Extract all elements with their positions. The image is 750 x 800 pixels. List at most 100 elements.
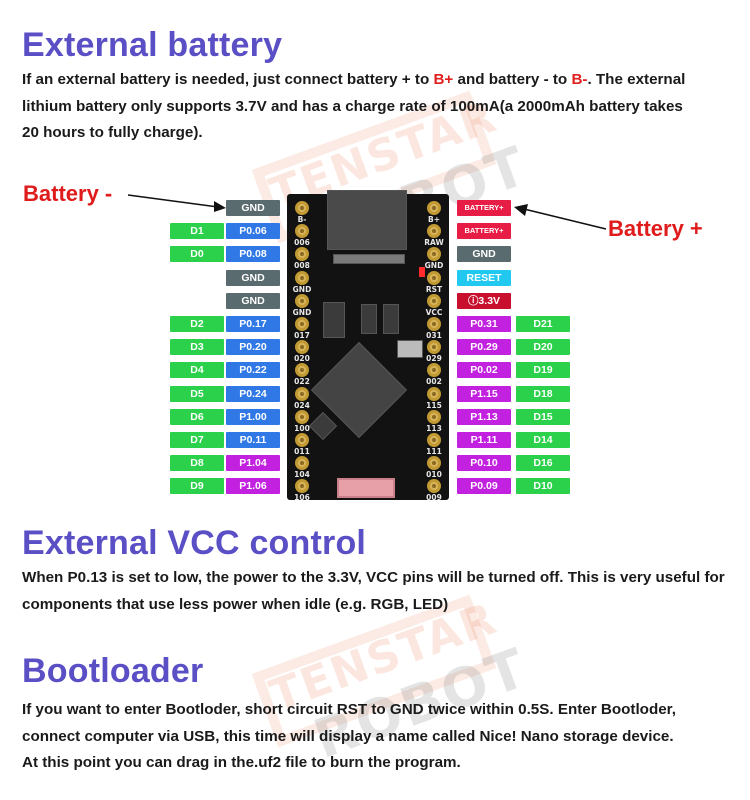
- pin-label-p-right-5: P0.31: [457, 316, 511, 332]
- b-minus-highlight: B-: [571, 71, 588, 88]
- pin-label-d-right-11: D16: [516, 455, 570, 471]
- regulator-2: [361, 304, 377, 334]
- text-segment: and battery - to: [453, 71, 572, 88]
- pin-label-d-left-6: D3: [170, 339, 224, 355]
- pin-label-p-right-10: P1.11: [457, 432, 511, 448]
- pin-label-d-left-7: D4: [170, 362, 224, 378]
- silk-right-3: RST: [425, 285, 443, 294]
- pin-label-p-left-4: GND: [226, 293, 280, 309]
- usb-connector: [327, 190, 407, 250]
- silk-left-8: 024: [294, 401, 310, 410]
- b-plus-highlight: B+: [433, 71, 454, 88]
- pad-left-0: [295, 201, 309, 215]
- silk-right-7: 002: [426, 377, 442, 386]
- pin-label-d-left-2: D0: [170, 246, 224, 262]
- heading-external-vcc: External VCC control: [22, 524, 367, 562]
- silk-right-8: 115: [426, 401, 442, 410]
- pad-right-6: [427, 340, 441, 354]
- pad-left-12: [295, 479, 309, 493]
- pin-label-d-right-12: D10: [516, 478, 570, 494]
- bootloader-line1: If you want to enter Bootloder, short ci…: [22, 701, 676, 718]
- pin-label-p-left-5: P0.17: [226, 316, 280, 332]
- pad-right-5: [427, 317, 441, 331]
- pin-label-d-right-6: D20: [516, 339, 570, 355]
- pad-right-0: [427, 201, 441, 215]
- silk-left-2: 008: [294, 261, 310, 270]
- heading-bootloader: Bootloader: [22, 652, 204, 690]
- silk-right-11: 010: [426, 470, 442, 479]
- pin-label-p-right-7: P0.02: [457, 362, 511, 378]
- pin-label-p-left-6: P0.20: [226, 339, 280, 355]
- pad-right-8: [427, 387, 441, 401]
- silk-right-1: RAW: [424, 238, 444, 247]
- heading-external-battery: External battery: [22, 26, 283, 64]
- pin-label-d-left-8: D5: [170, 386, 224, 402]
- pin-label-d-left-9: D6: [170, 409, 224, 425]
- arrow-battery-plus: [514, 204, 607, 230]
- pin-label-p-right-12: P0.09: [457, 478, 511, 494]
- pad-right-3: [427, 271, 441, 285]
- text-segment: If an external battery is needed, just c…: [22, 71, 434, 88]
- pin-label-p-left-8: P0.24: [226, 386, 280, 402]
- pad-left-3: [295, 271, 309, 285]
- pin-label-d-right-8: D18: [516, 386, 570, 402]
- silk-left-0: B-: [297, 215, 307, 224]
- pin-label-p-right-2: GND: [457, 246, 511, 262]
- silk-right-9: 113: [426, 424, 442, 433]
- silk-left-4: GND: [292, 308, 312, 317]
- pin-label-d-left-12: D9: [170, 478, 224, 494]
- silk-right-4: VCC: [425, 308, 443, 317]
- pin-label-d-left-1: D1: [170, 223, 224, 239]
- silk-left-10: 011: [294, 447, 310, 456]
- silk-right-0: B+: [427, 215, 440, 224]
- pin-label-d-left-5: D2: [170, 316, 224, 332]
- silk-left-11: 104: [294, 470, 310, 479]
- paragraph-external-battery: If an external battery is needed, just c…: [22, 67, 742, 147]
- external-battery-line2: lithium battery only supports 3.7V and h…: [22, 97, 683, 115]
- silk-right-6: 029: [426, 354, 442, 363]
- pin-label-p-right-6: P0.29: [457, 339, 511, 355]
- pin-label-p-left-11: P1.04: [226, 455, 280, 471]
- pad-right-4: [427, 294, 441, 308]
- pin-label-d-left-11: D8: [170, 455, 224, 471]
- silk-left-7: 022: [294, 377, 310, 386]
- pin-label-p-left-12: P1.06: [226, 478, 280, 494]
- led-red: [419, 267, 425, 277]
- pin-label-d-left-10: D7: [170, 432, 224, 448]
- silk-left-9: 100: [294, 424, 310, 433]
- pad-right-9: [427, 410, 441, 424]
- callout-battery-minus: Battery -: [23, 181, 113, 206]
- pin-label-p-right-0: BATTERY+: [457, 200, 511, 216]
- pin-label-p-left-1: P0.06: [226, 223, 280, 239]
- antenna-pad: [337, 478, 395, 498]
- silk-left-1: 006: [294, 238, 310, 247]
- paragraph-bootloader: If you want to enter Bootloder, short ci…: [22, 697, 742, 777]
- pin-label-p-right-4: ⓘ3.3V: [457, 293, 511, 309]
- pin-label-p-left-0: GND: [226, 200, 280, 216]
- text-segment: . The external: [587, 71, 686, 88]
- arrow-battery-minus: [127, 194, 226, 212]
- pad-right-11: [427, 456, 441, 470]
- pin-label-p-right-8: P1.15: [457, 386, 511, 402]
- pad-right-1: [427, 224, 441, 238]
- pin-label-d-right-7: D19: [516, 362, 570, 378]
- external-battery-line1: If an external battery is needed, just c…: [22, 67, 742, 94]
- silk-right-5: 031: [426, 331, 442, 340]
- external-battery-line3: 20 hours to fully charge).: [22, 124, 203, 141]
- pad-left-5: [295, 317, 309, 331]
- pad-left-9: [295, 410, 309, 424]
- pin-label-p-right-1: BATTERY+: [457, 223, 511, 239]
- silk-left-5: 017: [294, 331, 310, 340]
- pad-left-4: [295, 294, 309, 308]
- pin-label-p-right-9: P1.13: [457, 409, 511, 425]
- silk-left-6: 020: [294, 354, 310, 363]
- silk-right-10: 111: [426, 447, 442, 456]
- pad-left-2: [295, 247, 309, 261]
- pin-label-p-left-7: P0.22: [226, 362, 280, 378]
- silk-left-3: GND: [292, 285, 312, 294]
- pad-right-10: [427, 433, 441, 447]
- pad-left-7: [295, 363, 309, 377]
- pad-right-7: [427, 363, 441, 377]
- silk-left-12: 106: [294, 493, 310, 502]
